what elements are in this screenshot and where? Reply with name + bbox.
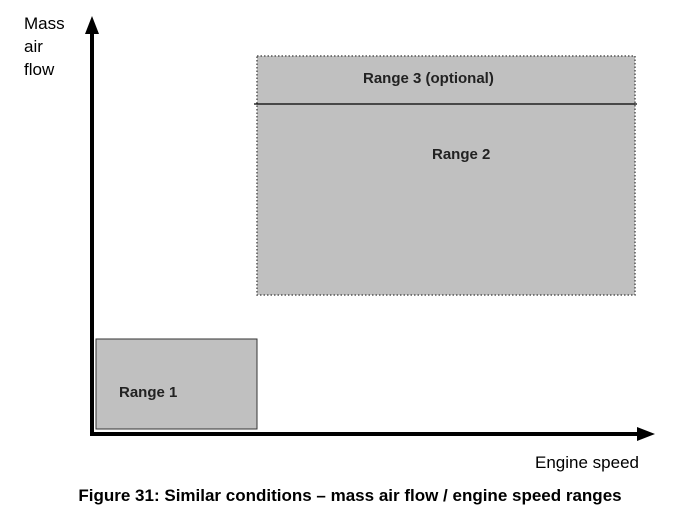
y-axis-label-line-1: Mass <box>24 14 65 33</box>
figure-caption: Figure 31: Similar conditions – mass air… <box>78 486 622 505</box>
range-2-3-region <box>256 55 636 296</box>
x-axis-label: Engine speed <box>535 453 639 472</box>
x-axis-arrow-icon <box>637 427 655 441</box>
y-axis-label: Mass air flow <box>24 12 94 81</box>
range-1-label: Range 1 <box>119 384 178 401</box>
range-2-label: Range 2 <box>432 146 491 163</box>
y-axis-arrow-icon <box>85 16 99 34</box>
y-axis-label-line-2: air <box>24 37 43 56</box>
range-3-label: Range 3 (optional) <box>363 70 494 87</box>
y-axis-label-line-3: flow <box>24 60 55 79</box>
range-1-region <box>95 338 258 430</box>
